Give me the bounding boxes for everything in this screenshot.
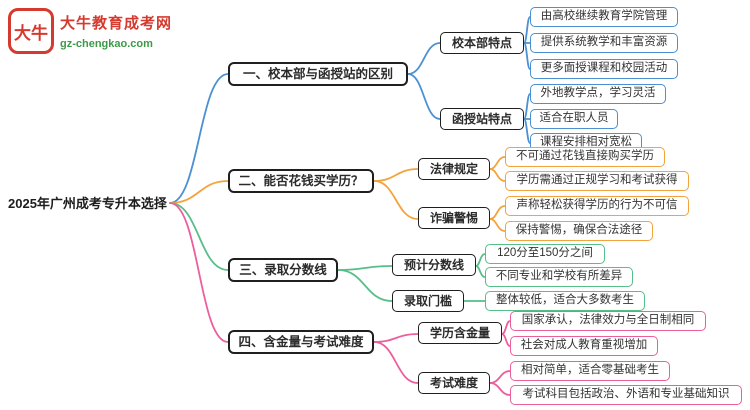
leaf-node: 不同专业和学校有所差异: [485, 267, 633, 287]
sub-node-admission-threshold: 录取门槛: [392, 290, 464, 312]
branch-node-buy-diploma: 二、能否花钱买学历？: [228, 169, 374, 193]
leaf-node: 提供系统教学和丰富资源: [530, 33, 678, 53]
branch-node-campus-vs-station: 一、校本部与函授站的区别: [228, 62, 408, 86]
branch-1-connectors: [169, 16, 531, 204]
leaf-node: 适合在职人员: [530, 109, 618, 129]
sub-node-diploma-value: 学历含金量: [418, 322, 502, 344]
branch-node-admission-score: 三、录取分数线: [228, 258, 338, 282]
branch-3-connectors: [169, 202, 486, 302]
root-topic: 2025年广州成考专升本选择: [8, 195, 167, 211]
branch-node-value-difficulty: 四、含金量与考试难度: [228, 330, 374, 354]
brand-name: 大牛教育成考网: [60, 15, 173, 32]
leaf-node: 相对简单，适合零基础考生: [510, 361, 670, 381]
leaf-node: 不可通过花钱直接购买学历: [505, 147, 665, 167]
leaf-node: 整体较低，适合大多数考生: [485, 291, 645, 311]
sub-node-station-features: 函授站特点: [440, 108, 524, 130]
sub-node-campus-features: 校本部特点: [440, 32, 524, 54]
leaf-node: 保持警惕，确保合法途径: [505, 221, 653, 241]
branch-4-connectors: [169, 202, 511, 396]
logo-bull-icon: 大牛: [8, 8, 54, 54]
leaf-node: 外地教学点，学习灵活: [530, 84, 666, 104]
leaf-node: 声称轻松获得学历的行为不可信: [505, 196, 689, 216]
sub-node-expected-score: 预计分数线: [392, 254, 476, 276]
leaf-node: 考试科目包括政治、外语和专业基础知识: [510, 385, 742, 405]
leaf-node: 由高校继续教育学院管理: [530, 7, 678, 27]
sub-node-exam-difficulty: 考试难度: [418, 372, 490, 394]
leaf-node: 国家承认，法律效力与全日制相同: [510, 311, 706, 331]
leaf-node: 社会对成人教育重视增加: [510, 336, 658, 356]
brand-domain: gz-chengkao.com: [60, 38, 153, 50]
site-logo: 大牛 大牛教育成考网 gz-chengkao.com: [8, 8, 172, 54]
leaf-node: 120分至150分之间: [485, 244, 605, 264]
logo-text-block: 大牛教育成考网 gz-chengkao.com: [60, 8, 172, 50]
leaf-node: 更多面授课程和校园活动: [530, 59, 678, 79]
sub-node-scam-alert: 诈骗警惕: [418, 207, 490, 229]
leaf-node: 学历需通过正规学习和考试获得: [505, 171, 689, 191]
branch-2-connectors: [169, 156, 506, 232]
sub-node-legal-rules: 法律规定: [418, 158, 490, 180]
